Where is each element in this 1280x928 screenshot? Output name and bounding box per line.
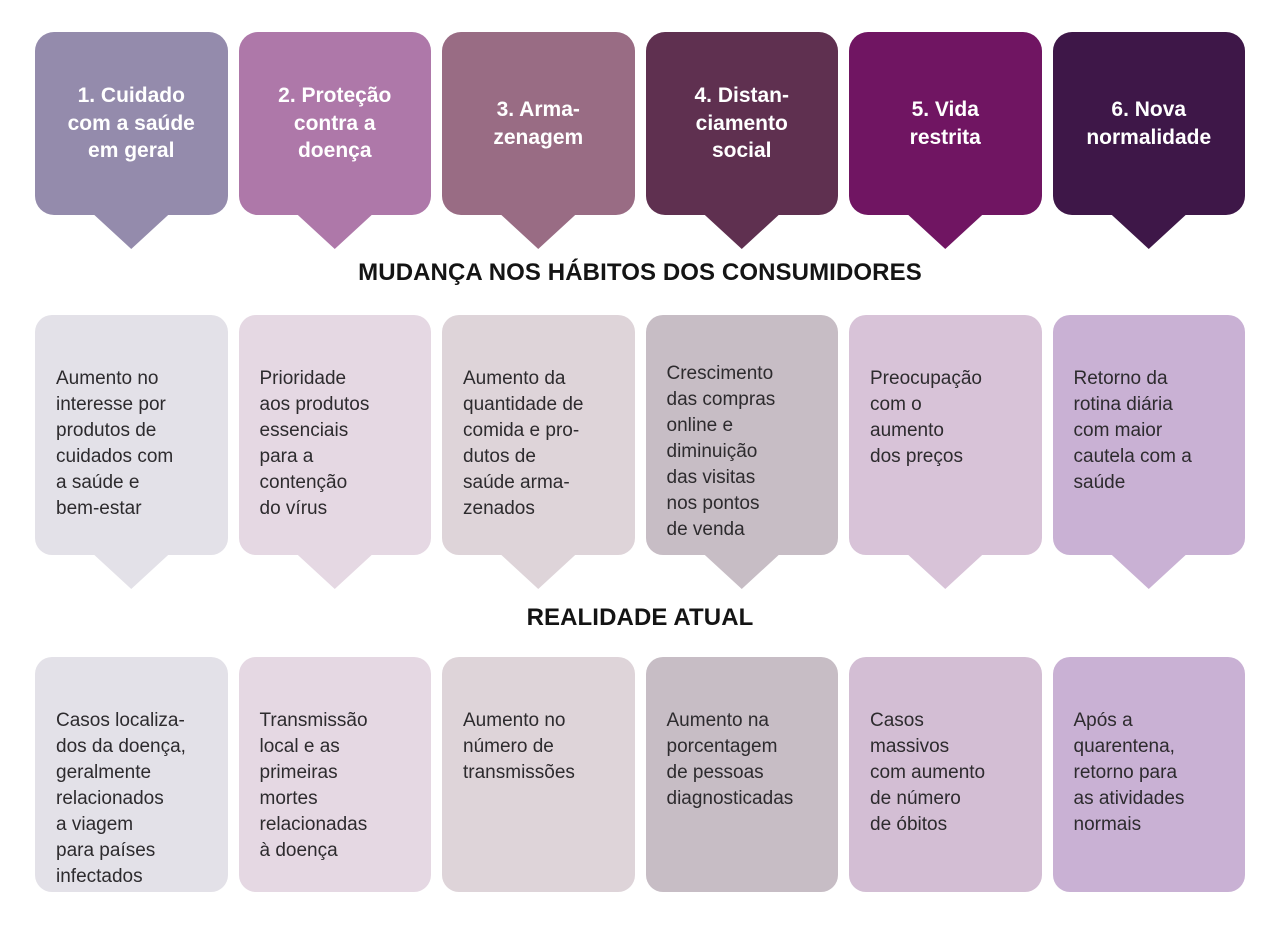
habit-bubble-1-tail xyxy=(93,554,170,589)
habit-bubble-6: Retorno da rotina diária com maior caute… xyxy=(1052,315,1245,589)
stage-label-3: 3. Arma- zenagem xyxy=(493,97,584,149)
stage-label-2: 2. Proteção contra a doença xyxy=(278,83,392,163)
reality-text-1: Casos localiza- dos da doença, geralment… xyxy=(56,710,186,888)
habit-bubble-4-tail xyxy=(703,554,780,589)
reality-bubble-2: Transmissão local e as primeiras mortes … xyxy=(238,657,431,892)
habit-bubble-4: Crescimento das compras online e diminui… xyxy=(645,315,838,589)
stage-label-6: 6. Nova normalidade xyxy=(1086,97,1212,149)
habit-bubble-2: Prioridade aos produtos essenciais para … xyxy=(238,315,431,589)
reality-text-5: Casos massivos com aumento de número de … xyxy=(870,710,986,836)
habit-bubble-6-tail xyxy=(1110,554,1187,589)
reality-text-3: Aumento no número de transmissões xyxy=(463,710,575,784)
reality-text-6: Após a quarentena, retorno para as ativi… xyxy=(1073,710,1185,836)
stage-bubble-1-tail xyxy=(93,214,170,249)
stage-label-1: 1. Cuidado com a saúde em geral xyxy=(67,83,195,163)
habit-bubble-3-tail xyxy=(500,554,577,589)
habits-row: Aumento no interesse por produtos de cui… xyxy=(35,315,1245,589)
habit-text-3: Aumento da quantidade de comida e pro- d… xyxy=(463,368,584,520)
stage-bubble-6-tail xyxy=(1110,214,1187,249)
habit-text-6: Retorno da rotina diária com maior caute… xyxy=(1073,368,1192,494)
habit-text-4: Crescimento das compras online e diminui… xyxy=(666,363,776,541)
stage-bubble-1: 1. Cuidado com a saúde em geral xyxy=(35,32,228,249)
habit-bubble-1: Aumento no interesse por produtos de cui… xyxy=(35,315,228,589)
habit-bubble-5: Preocupação com o aumento dos preços xyxy=(849,315,1042,589)
reality-bubble-1: Casos localiza- dos da doença, geralment… xyxy=(35,657,228,892)
infographic-board: 1. Cuidado com a saúde em geral 2. Prote… xyxy=(35,0,1245,892)
section-title-reality: REALIDADE ATUAL xyxy=(526,604,754,631)
stage-bubble-6: 6. Nova normalidade xyxy=(1052,32,1245,249)
stage-bubble-4-tail xyxy=(703,214,780,249)
stage-bubble-2-tail xyxy=(296,214,373,249)
stage-bubble-5: 5. Vida restrita xyxy=(849,32,1042,249)
stage-label-4: 4. Distan- ciamento social xyxy=(694,83,790,163)
stage-bubble-2: 2. Proteção contra a doença xyxy=(238,32,431,249)
reality-bubble-5: Casos massivos com aumento de número de … xyxy=(849,657,1042,892)
reality-row: Casos localiza- dos da doença, geralment… xyxy=(35,657,1245,892)
habit-text-1: Aumento no interesse por produtos de cui… xyxy=(56,368,174,520)
section-title-habits: MUDANÇA NOS HÁBITOS DOS CONSUMIDORES xyxy=(358,259,922,286)
habit-bubble-5-tail xyxy=(907,554,984,589)
habit-text-2: Prioridade aos produtos essenciais para … xyxy=(259,368,370,520)
stage-header-row: 1. Cuidado com a saúde em geral 2. Prote… xyxy=(35,32,1245,249)
reality-bubble-3: Aumento no número de transmissões xyxy=(442,657,635,892)
stage-bubble-4: 4. Distan- ciamento social xyxy=(645,32,838,249)
habit-bubble-3: Aumento da quantidade de comida e pro- d… xyxy=(442,315,635,589)
stage-label-5: 5. Vida restrita xyxy=(909,97,981,149)
reality-text-2: Transmissão local e as primeiras mortes … xyxy=(259,710,368,862)
stage-bubble-5-tail xyxy=(907,214,984,249)
habit-bubble-2-tail xyxy=(296,554,373,589)
stage-bubble-3-tail xyxy=(500,214,577,249)
reality-bubble-6: Após a quarentena, retorno para as ativi… xyxy=(1052,657,1245,892)
reality-text-4: Aumento na porcentagem de pessoas diagno… xyxy=(666,710,794,810)
stage-bubble-3: 3. Arma- zenagem xyxy=(442,32,635,249)
habit-text-5: Preocupação com o aumento dos preços xyxy=(870,368,982,468)
reality-bubble-4: Aumento na porcentagem de pessoas diagno… xyxy=(645,657,838,892)
